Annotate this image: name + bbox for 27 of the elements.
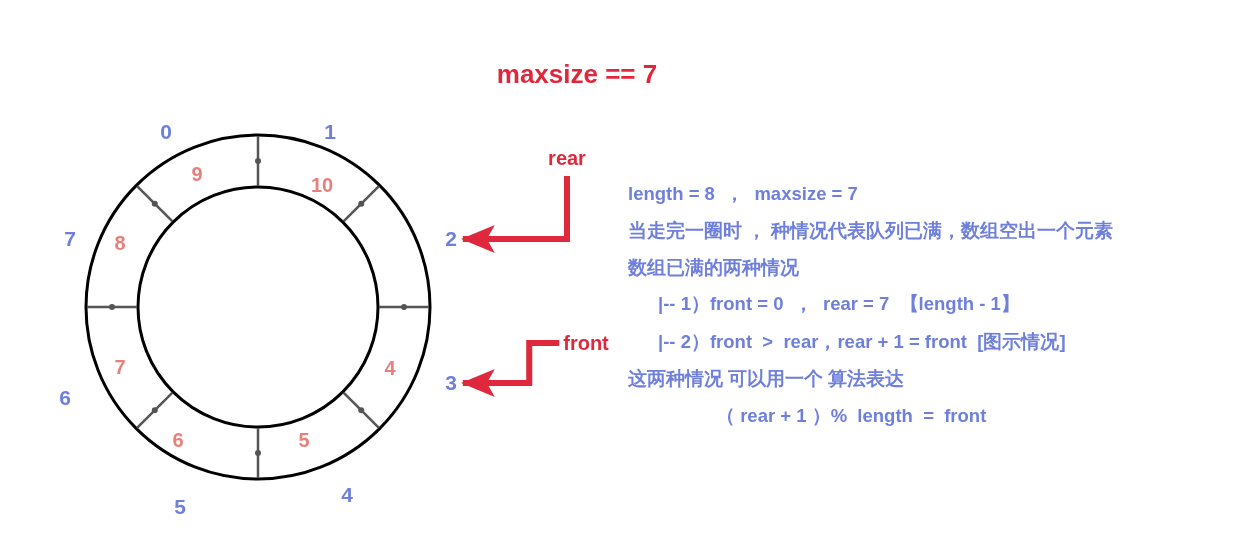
slot-index: 2 bbox=[445, 226, 457, 252]
note-text: |-- 1）front = 0 ， rear = 7 【length - 1】 bbox=[658, 292, 1020, 316]
slot-value: 5 bbox=[298, 428, 310, 452]
pointer-label: rear bbox=[548, 146, 586, 170]
slot-index: 3 bbox=[445, 370, 457, 396]
title: maxsize == 7 bbox=[496, 59, 658, 91]
note-text: length = 8 ， maxsize = 7 bbox=[628, 182, 858, 206]
slot-index: 0 bbox=[160, 119, 172, 145]
note-text: 这两种情况 可以用一个 算法表达 bbox=[628, 367, 905, 391]
slot-index: 5 bbox=[174, 494, 186, 520]
slot-value: 8 bbox=[114, 231, 126, 255]
slot-index: 1 bbox=[324, 119, 336, 145]
note-text: 数组已满的两种情况 bbox=[628, 256, 799, 280]
slot-value: 6 bbox=[172, 428, 184, 452]
slot-index: 6 bbox=[59, 385, 71, 411]
pointer-label: front bbox=[563, 331, 609, 355]
note-text: 当走完一圈时 ， 种情况代表队列已满，数组空出一个元素 bbox=[628, 219, 1114, 243]
note-text: （ rear + 1 ）% length = front bbox=[716, 404, 987, 428]
slot-index: 7 bbox=[64, 226, 76, 252]
arrow bbox=[460, 176, 570, 253]
arrow bbox=[460, 340, 560, 397]
slot-value: 9 bbox=[191, 162, 203, 186]
slot-value: 4 bbox=[384, 356, 396, 380]
slot-value: 10 bbox=[310, 173, 334, 197]
slot-value: 7 bbox=[114, 355, 126, 379]
slot-index: 4 bbox=[341, 482, 353, 508]
note-text: |-- 2）front > rear，rear + 1 = front [图示情况] bbox=[658, 330, 1066, 354]
